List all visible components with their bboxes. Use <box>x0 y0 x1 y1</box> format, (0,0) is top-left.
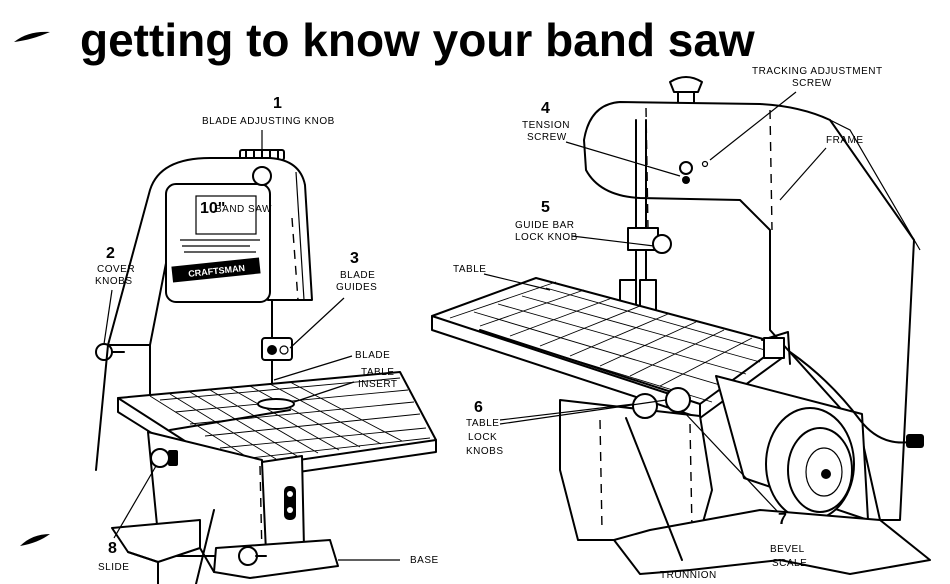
svg-text:BASE: BASE <box>410 555 439 566</box>
svg-text:SCREW: SCREW <box>792 78 832 89</box>
svg-text:KNOBS: KNOBS <box>95 276 133 287</box>
callout-1: 1 BLADE ADJUSTING KNOB <box>202 95 335 152</box>
svg-text:6: 6 <box>474 399 483 416</box>
svg-text:BLADE: BLADE <box>355 350 390 361</box>
svg-text:TRACKING ADJUSTMENT: TRACKING ADJUSTMENT <box>752 66 883 77</box>
svg-text:GUIDES: GUIDES <box>336 282 377 293</box>
svg-text:INSERT: INSERT <box>358 379 398 390</box>
svg-text:2: 2 <box>106 245 115 262</box>
svg-text:3: 3 <box>350 250 359 267</box>
section-bullet <box>14 32 50 42</box>
svg-text:TRUNNION: TRUNNION <box>660 570 717 581</box>
svg-text:4: 4 <box>541 100 550 117</box>
section-bullet-lower <box>20 534 50 546</box>
table-label: TABLE <box>453 264 550 290</box>
svg-text:KNOBS: KNOBS <box>466 446 504 457</box>
right-band-saw-drawing <box>432 77 930 574</box>
svg-text:FRAME: FRAME <box>826 135 864 146</box>
svg-text:COVER: COVER <box>97 264 135 275</box>
svg-text:BEVEL: BEVEL <box>770 544 805 555</box>
svg-text:TABLE: TABLE <box>361 367 394 378</box>
svg-text:LOCK KNOB: LOCK KNOB <box>515 232 578 243</box>
svg-text:SCREW: SCREW <box>527 132 567 143</box>
svg-text:BLADE: BLADE <box>340 270 375 281</box>
svg-text:7: 7 <box>778 511 787 528</box>
svg-text:TENSION: TENSION <box>522 120 570 131</box>
svg-text:8: 8 <box>108 540 117 557</box>
svg-text:5: 5 <box>541 199 550 216</box>
svg-text:BLADE ADJUSTING KNOB: BLADE ADJUSTING KNOB <box>202 116 335 127</box>
svg-text:TABLE: TABLE <box>466 418 499 429</box>
base-label: BASE <box>338 555 439 566</box>
svg-text:SCALE: SCALE <box>772 558 807 569</box>
svg-text:SLIDE: SLIDE <box>98 562 129 573</box>
svg-text:GUIDE BAR: GUIDE BAR <box>515 220 575 231</box>
page-title: getting to know your band saw <box>80 14 755 66</box>
svg-text:TABLE: TABLE <box>453 264 486 275</box>
svg-text:LOCK: LOCK <box>468 432 497 443</box>
svg-text:1: 1 <box>273 95 282 112</box>
plate-title: BAND SAW <box>215 204 272 215</box>
